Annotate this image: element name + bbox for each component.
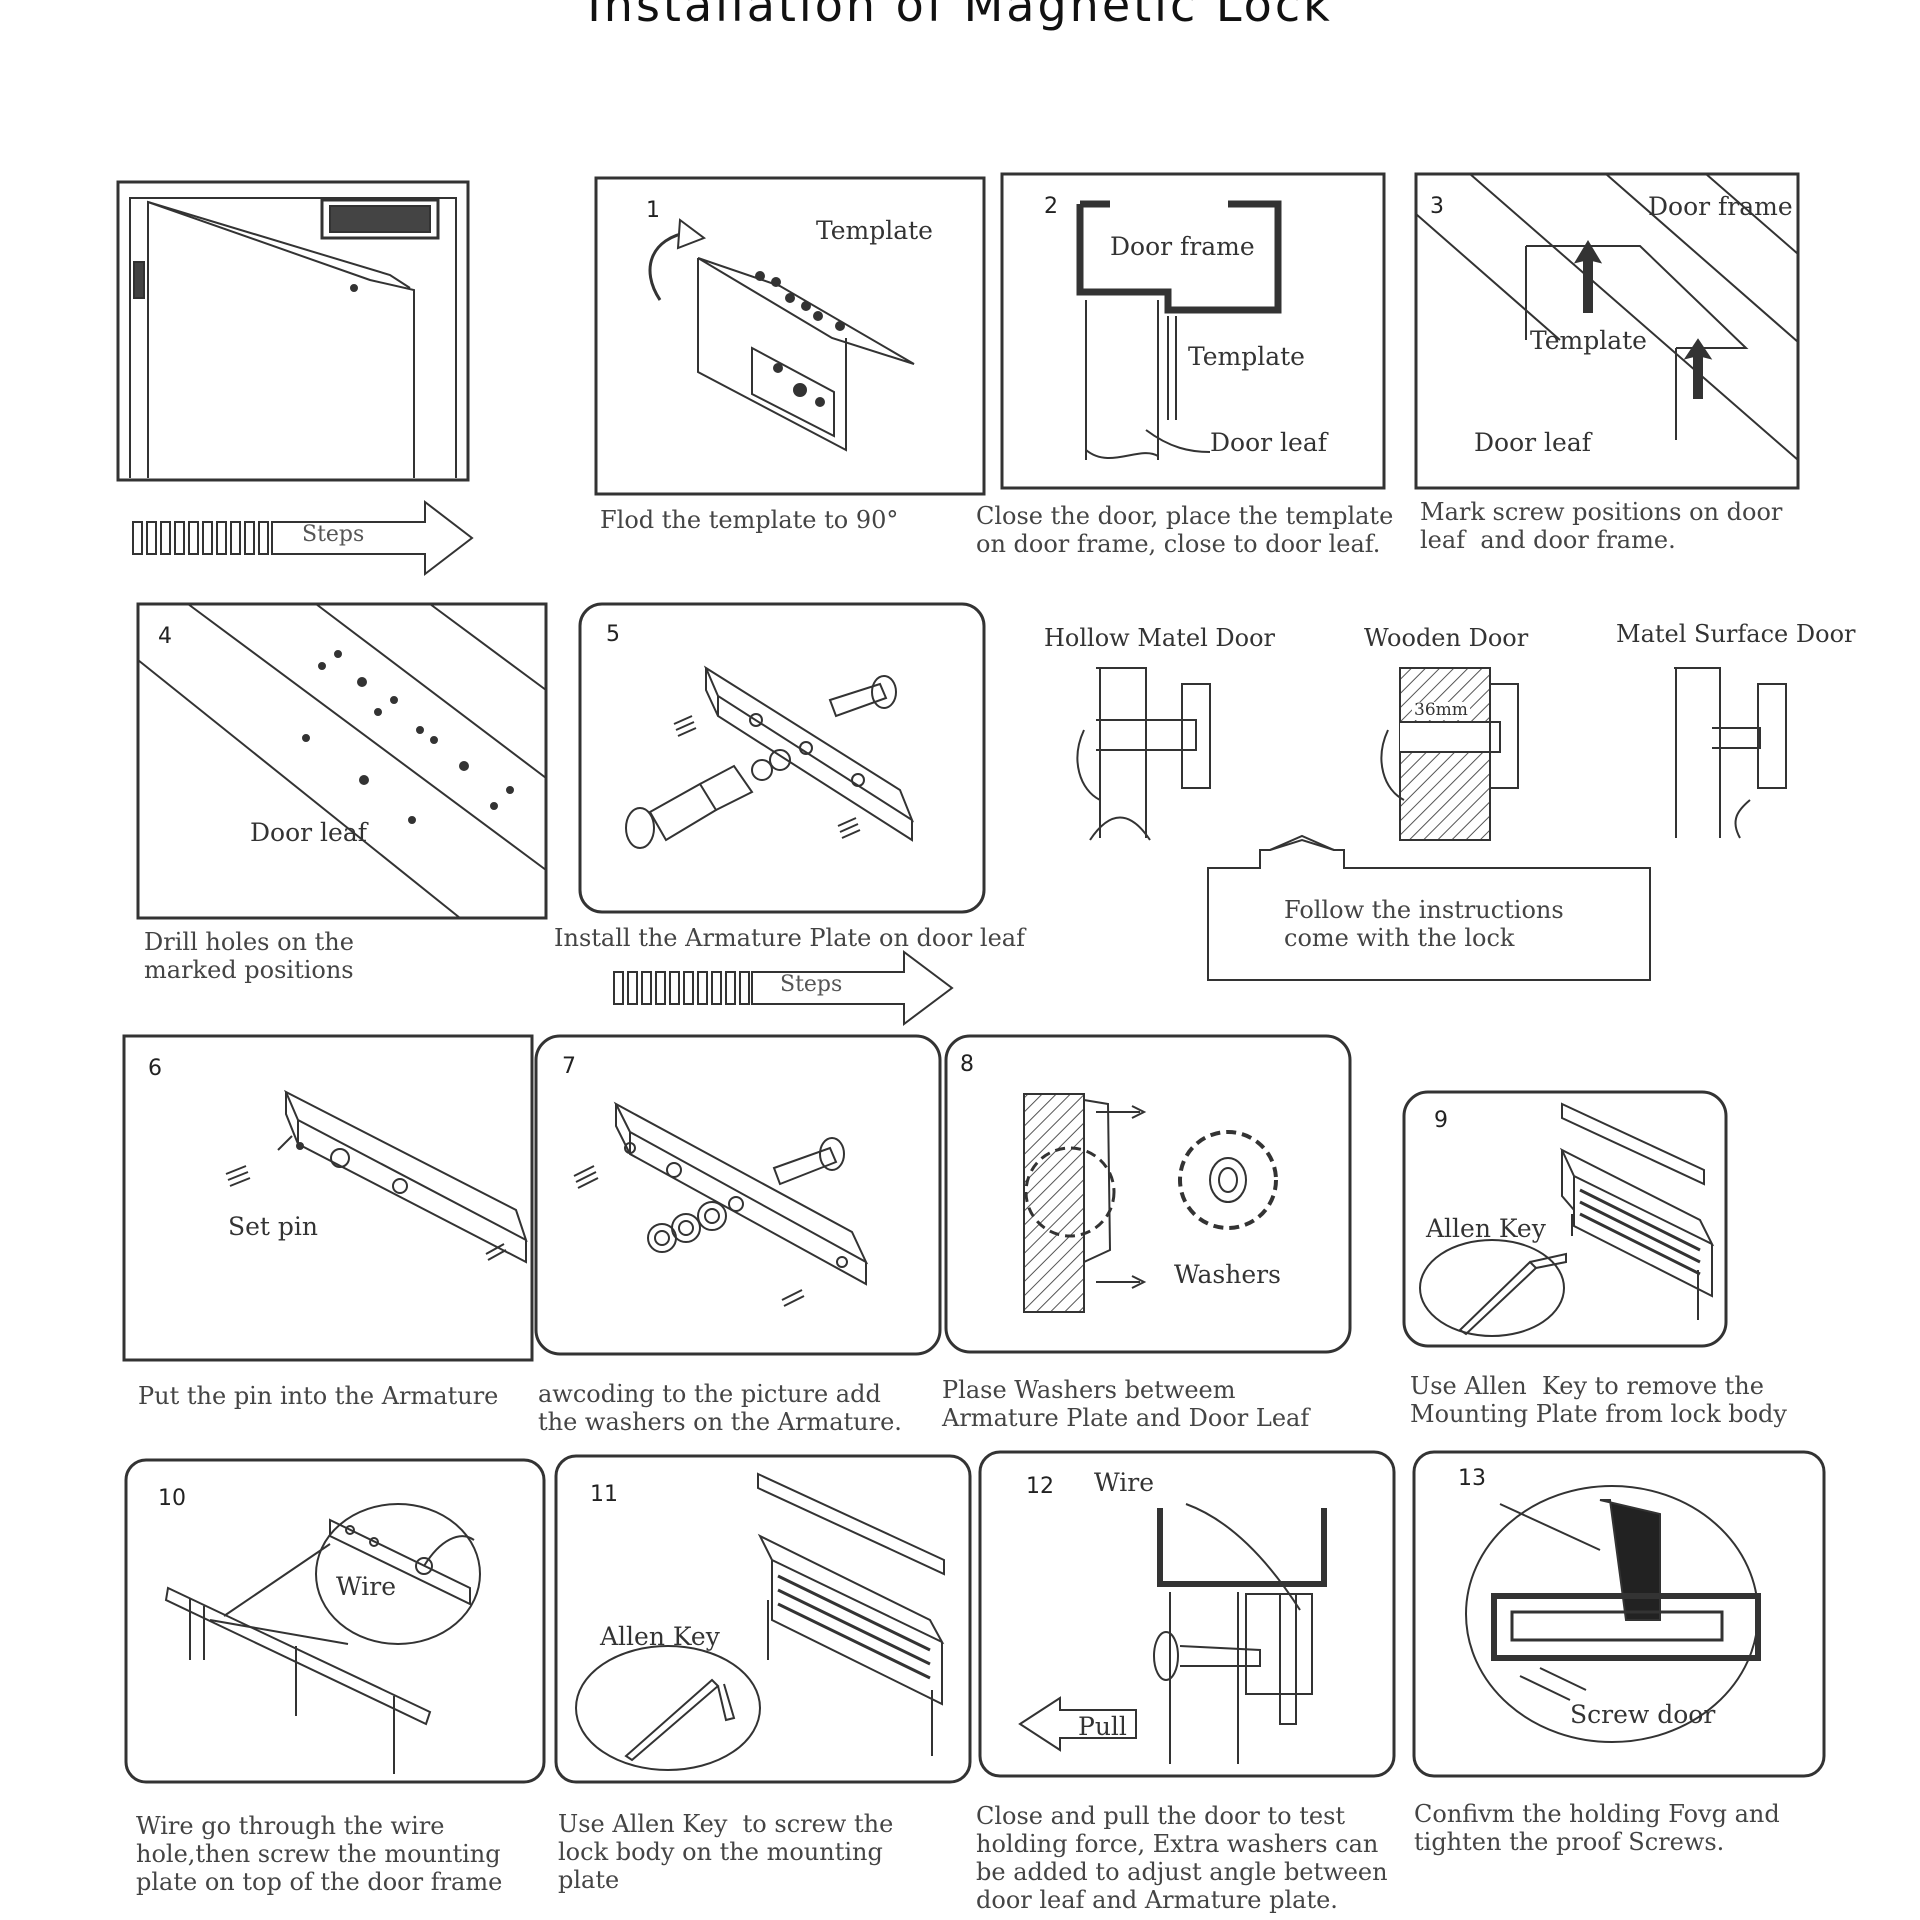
panel-10-number: 10 — [158, 1486, 186, 1511]
panel-6-number: 6 — [148, 1056, 162, 1081]
panel-4-number: 4 — [158, 624, 172, 649]
panel-8-caption: Plase Washers betweem Armature Plate and… — [942, 1376, 1310, 1432]
panel-3-label-door-frame: Door frame — [1648, 192, 1793, 221]
panel-13-number: 13 — [1458, 1466, 1486, 1491]
panel-10-illustration — [124, 1458, 546, 1784]
panel-1-caption: Flod the template to 90° — [600, 506, 899, 534]
steps-arrow-1 — [132, 499, 474, 577]
door-overview-illustration — [116, 180, 470, 482]
panel-10-caption: Wire go through the wire hole,then screw… — [136, 1812, 503, 1896]
panel-1-illustration — [594, 176, 986, 496]
panel-6-caption: Put the pin into the Armature — [138, 1382, 499, 1410]
panel-6-illustration — [122, 1034, 534, 1362]
panel-7-number: 7 — [562, 1054, 576, 1079]
panel-11-number: 11 — [590, 1482, 618, 1507]
panel-7-caption: awcoding to the picture add the washers … — [538, 1380, 902, 1436]
panel-3-label-door-leaf: Door leaf — [1474, 428, 1591, 457]
panel-9-number: 9 — [1434, 1108, 1448, 1133]
panel-12-caption: Close and pull the door to test holding … — [976, 1802, 1388, 1914]
panel-13-illustration — [1412, 1450, 1826, 1778]
panel-1-number: 1 — [646, 198, 660, 223]
panel-8-illustration — [944, 1034, 1352, 1354]
panel-3-number: 3 — [1430, 194, 1444, 219]
panel-8-number: 8 — [960, 1052, 974, 1077]
panel-5-number: 5 — [606, 622, 620, 647]
panel-9-illustration — [1402, 1090, 1728, 1348]
page-title: Installation of Magnetic Lock — [587, 0, 1333, 32]
panel-11-caption: Use Allen Key to screw the lock body on … — [558, 1810, 894, 1894]
panel-4-label-door-leaf: Door leaf — [250, 818, 367, 847]
panel-2-number: 2 — [1044, 194, 1058, 219]
panel-11-illustration — [554, 1454, 972, 1784]
steps-arrow-2 — [613, 950, 954, 1026]
door-type-illustrations — [1076, 667, 1787, 981]
panel-2-label-door-leaf: Door leaf — [1210, 428, 1327, 457]
panel-12-label-wire: Wire — [1094, 1468, 1154, 1497]
panel-5-caption: Install the Armature Plate on door leaf — [554, 924, 1025, 952]
panel-12-label-pull: Pull — [1078, 1712, 1127, 1741]
door-type-hollow-label: Hollow Matel Door — [1044, 624, 1275, 652]
panel-9-caption: Use Allen Key to remove the Mounting Pla… — [1410, 1372, 1787, 1428]
panel-2-label-template: Template — [1188, 342, 1305, 371]
steps-label-2: Steps — [780, 972, 843, 997]
door-type-surface-label: Matel Surface Door — [1616, 620, 1856, 648]
panel-3-caption: Mark screw positions on door leaf and do… — [1420, 498, 1783, 554]
panel-3-label-template: Template — [1530, 326, 1647, 355]
panel-2-caption: Close the door, place the template on do… — [976, 502, 1394, 558]
panel-4-illustration — [136, 602, 548, 920]
steps-label-1: Steps — [302, 522, 365, 547]
panel-10-label-wire: Wire — [336, 1572, 396, 1601]
panel-2-label-door-frame: Door frame — [1110, 232, 1255, 261]
panel-8-label-washers: Washers — [1174, 1260, 1281, 1289]
panel-2-illustration — [1000, 172, 1386, 490]
door-type-wooden-label: Wooden Door — [1364, 624, 1529, 652]
panel-12-number: 12 — [1026, 1474, 1054, 1499]
panel-13-caption: Confivm the holding Fovg and tighten the… — [1414, 1800, 1780, 1856]
door-type-wooden-dimension: 36mm — [1412, 700, 1470, 720]
panel-5-illustration — [578, 602, 986, 914]
panel-9-label-allen-key: Allen Key — [1426, 1214, 1546, 1243]
panel-3-illustration — [1414, 172, 1800, 490]
follow-instructions-text: Follow the instructions come with the lo… — [1284, 896, 1564, 952]
panel-12-illustration — [978, 1450, 1396, 1778]
panel-13-label-screw-door: Screw door — [1570, 1700, 1716, 1729]
panel-7-illustration — [534, 1034, 942, 1356]
panel-11-label-allen-key: Allen Key — [600, 1622, 720, 1651]
panel-4-caption: Drill holes on the marked positions — [144, 928, 354, 984]
panel-1-label-template: Template — [816, 216, 933, 245]
panel-6-label-set-pin: Set pin — [228, 1212, 319, 1241]
